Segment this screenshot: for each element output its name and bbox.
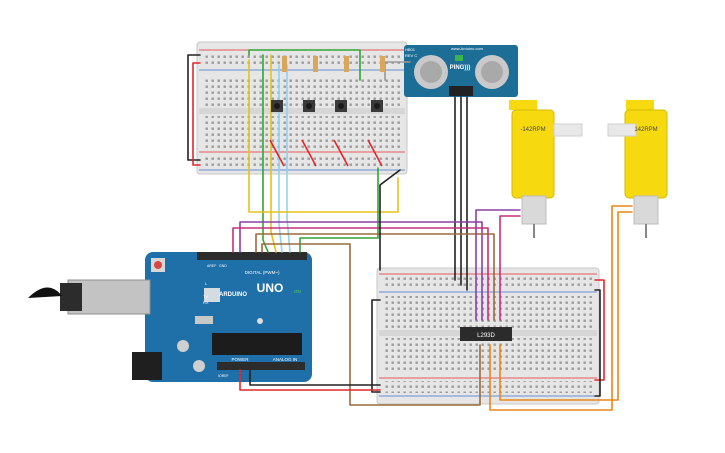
wires [187, 49, 633, 411]
motor-right: 142RPM [607, 100, 668, 238]
rx-label: RX [203, 300, 209, 305]
on-label: ON [294, 289, 301, 294]
gnd-label: GND [219, 264, 227, 268]
resistors [282, 56, 385, 72]
sensor-rev: REV C [405, 53, 417, 58]
l-label: L [205, 281, 208, 286]
arduino-brand: ARDUINO [219, 292, 247, 298]
power-label: POWER [231, 357, 249, 362]
resistor-4 [380, 56, 385, 72]
push-button-3 [335, 100, 347, 112]
l293d-label: L293D [477, 333, 495, 339]
digital-label: DIGITAL (PWM~) [245, 270, 280, 275]
aref-label: AREF [207, 264, 216, 268]
resistor-1 [282, 56, 287, 72]
motor-right-label: 142RPM [634, 127, 657, 133]
push-button-2 [303, 100, 315, 112]
l293d-chip: L293D [460, 327, 512, 341]
arduino-model: UNO [257, 281, 284, 295]
motor-left: -142RPM [509, 100, 583, 238]
push-button-4 [371, 100, 383, 112]
resistor-2 [313, 56, 318, 72]
ioref-label: IOREF [218, 374, 229, 378]
arduino-uno: ARDUINO UNO DIGITAL (PWM~) POWER ANALOG … [28, 252, 312, 382]
ultrasonic-sensor: HB01 REV C www.Arduino.com PING))) [404, 45, 518, 97]
sensor-maker: www.Arduino.com [451, 46, 484, 51]
push-buttons [271, 100, 383, 112]
motor-left-label: -142RPM [520, 127, 545, 133]
sensor-name: PING))) [450, 65, 471, 71]
sensor-model: HB01 [405, 47, 416, 52]
tx-label: TX [203, 294, 208, 299]
analog-label: ANALOG IN [273, 357, 298, 362]
resistor-3 [344, 56, 349, 72]
push-button-1 [271, 100, 283, 112]
button-ground-wires [269, 139, 383, 167]
